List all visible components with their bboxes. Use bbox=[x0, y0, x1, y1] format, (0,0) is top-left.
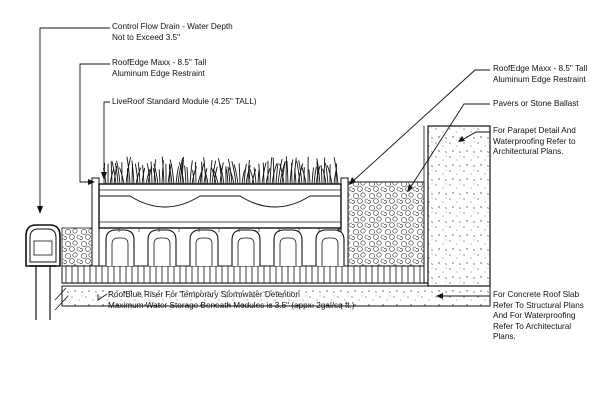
roofblue-riser bbox=[98, 228, 345, 266]
callout-parapet-line-3: Architectural Plans. bbox=[493, 147, 564, 156]
callout-edge-restraint-right: RoofEdge Maxx - 8.5" Tall Aluminum Edge … bbox=[493, 64, 587, 85]
callout-edge-left-line-1: RoofEdge Maxx - 8.5" Tall bbox=[112, 58, 207, 67]
callout-pavers-line-1: Pavers or Stone Ballast bbox=[493, 99, 579, 108]
callout-riser-line-1: RoofBlue Riser For Temporary Stormwater … bbox=[108, 290, 300, 299]
callout-edge-restraint-left: RoofEdge Maxx - 8.5" Tall Aluminum Edge … bbox=[112, 58, 206, 79]
leader-arrowheads bbox=[37, 136, 465, 299]
control-flow-drain bbox=[25, 224, 61, 320]
callout-edge-right-line-1: RoofEdge Maxx - 8.5" Tall bbox=[493, 64, 588, 73]
callout-roofblue-riser: RoofBlue Riser For Temporary Stormwater … bbox=[108, 290, 355, 311]
callout-liveroof-module: LiveRoof Standard Module (4.25" TALL) bbox=[112, 97, 257, 108]
callout-slab-line-2: Refer To Structural Plans bbox=[493, 300, 584, 310]
callout-drain-line-2: Not to Exceed 3.5" bbox=[112, 32, 180, 42]
callout-slab-line-1: For Concrete Roof Slab bbox=[493, 290, 580, 299]
callout-edge-left-line-2: Aluminum Edge Restraint bbox=[112, 68, 205, 78]
callout-pavers: Pavers or Stone Ballast bbox=[493, 99, 579, 110]
edge-restraint-left bbox=[91, 177, 100, 267]
sedum-plants bbox=[103, 156, 339, 185]
callout-parapet: For Parapet Detail And Waterproofing Ref… bbox=[493, 126, 576, 158]
callout-parapet-line-1: For Parapet Detail And bbox=[493, 126, 576, 135]
parapet-wall bbox=[427, 125, 491, 287]
callout-parapet-line-2: Waterproofing Refer to bbox=[493, 136, 576, 146]
callout-control-flow-drain: Control Flow Drain - Water Depth Not to … bbox=[112, 22, 233, 43]
callout-concrete-slab: For Concrete Roof Slab Refer To Structur… bbox=[493, 290, 584, 343]
callout-riser-line-2: Maximum Water Storage Beneath Modules is… bbox=[108, 300, 355, 310]
soil-profile bbox=[99, 195, 341, 208]
callout-module-line-1: LiveRoof Standard Module (4.25" TALL) bbox=[112, 97, 257, 106]
drainage-layer bbox=[61, 265, 425, 284]
callout-slab-line-4: Refer To Architectural bbox=[493, 321, 572, 331]
callout-slab-line-3: And For Waterproofing bbox=[493, 311, 576, 320]
callout-slab-line-5: Plans. bbox=[493, 332, 516, 341]
leader-lines bbox=[39, 27, 490, 301]
callout-edge-right-line-2: Aluminum Edge Restraint bbox=[493, 74, 586, 84]
liveroof-module bbox=[98, 183, 342, 229]
callout-drain-line-1: Control Flow Drain - Water Depth bbox=[112, 22, 233, 31]
pavers-stone-ballast bbox=[347, 181, 425, 267]
